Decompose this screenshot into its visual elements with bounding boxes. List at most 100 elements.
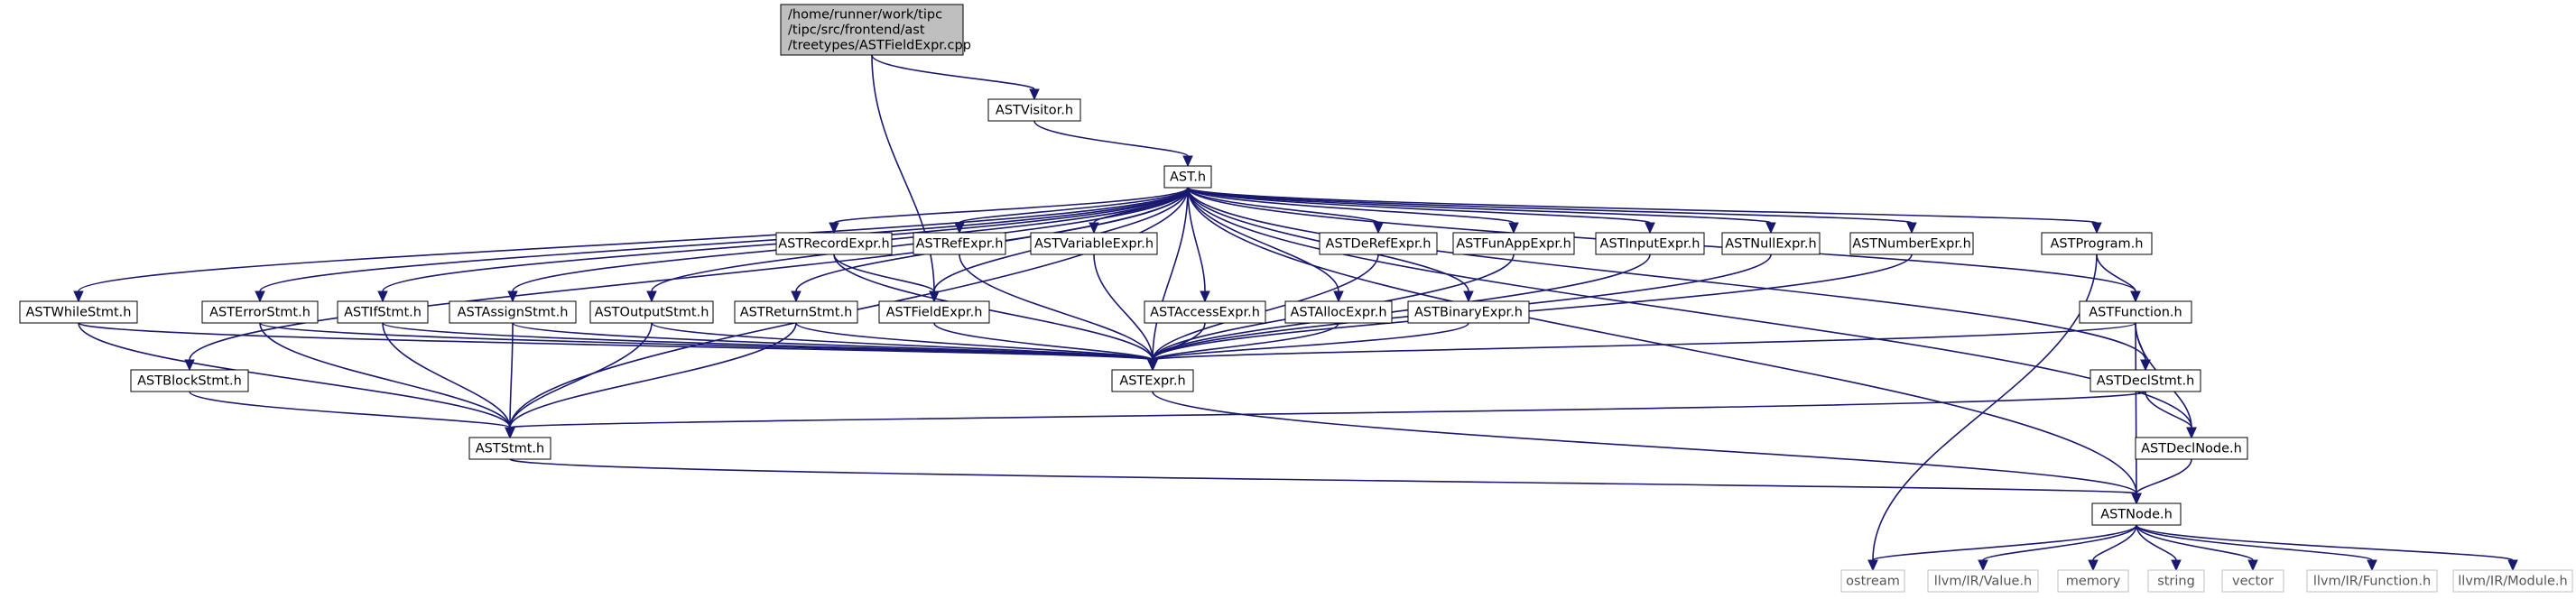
node-label: ASTProgram.h	[2051, 237, 2144, 252]
header-node[interactable]: ASTInputExpr.h	[1595, 232, 1705, 255]
arrowhead-icon	[1029, 88, 1040, 101]
header-node[interactable]: ASTBinaryExpr.h	[1407, 300, 1530, 324]
edge-AST-to-ASTFunAppExpr	[1187, 187, 1519, 235]
arrowhead-icon	[2367, 559, 2377, 572]
node-label: ASTBlockStmt.h	[137, 374, 242, 389]
header-node[interactable]: ASTFieldExpr.h	[878, 300, 990, 324]
node-label: ASTNumberExpr.h	[1852, 237, 1971, 252]
header-node[interactable]: ASTIfStmt.h	[337, 300, 429, 324]
node-box	[2306, 569, 2438, 593]
header-node[interactable]: ASTReturnStmt.h	[734, 300, 858, 324]
node-box	[2041, 232, 2153, 255]
header-node[interactable]: ASTFunAppExpr.h	[1452, 232, 1575, 255]
node-box	[2452, 569, 2573, 593]
arrowhead-icon	[505, 427, 515, 439]
node-box	[1144, 300, 1266, 324]
edge-AST-to-ASTWhileStmt	[73, 187, 1189, 303]
header-node[interactable]: ASTDeclNode.h	[2135, 437, 2248, 460]
arrowhead-icon	[829, 222, 839, 235]
node-label: /tipc/src/frontend/ast	[788, 23, 925, 38]
header-node[interactable]: ASTErrorStmt.h	[201, 300, 319, 324]
node-box	[2079, 300, 2192, 324]
header-node[interactable]: ASTFunction.h	[2079, 300, 2192, 324]
node-label: ASTVariableExpr.h	[1034, 237, 1154, 252]
node-label: ASTFieldExpr.h	[886, 306, 983, 320]
header-node[interactable]: ASTAccessExpr.h	[1144, 300, 1266, 324]
node-box	[1721, 232, 1821, 255]
node-box	[1284, 300, 1393, 324]
node-label: vector	[2232, 575, 2274, 589]
arrowhead-icon	[1373, 222, 1384, 235]
node-box	[449, 300, 577, 324]
node-box	[589, 300, 714, 324]
header-node[interactable]: ASTAllocExpr.h	[1284, 300, 1393, 324]
header-node[interactable]: ASTAssignStmt.h	[449, 300, 577, 324]
node-label: /home/runner/work/tipc	[788, 8, 942, 23]
root-file-node[interactable]: /home/runner/work/tipc/tipc/src/frontend…	[780, 4, 971, 56]
node-box	[468, 437, 551, 460]
edge-AST-to-ASTAllocExpr	[1187, 187, 1344, 303]
edge-ASTNode-to-llvmFunction	[2136, 524, 2377, 572]
external-header-node: ostream	[1840, 569, 1905, 593]
header-node[interactable]: ASTNullExpr.h	[1721, 232, 1821, 255]
node-box	[878, 300, 990, 324]
edge-ASTDeclStmt-to-ASTStmt	[505, 391, 2146, 439]
header-node[interactable]: ASTNode.h	[2091, 502, 2182, 526]
node-box	[1163, 165, 1212, 189]
node-label: ASTErrorStmt.h	[209, 306, 310, 320]
header-node[interactable]: ASTBlockStmt.h	[130, 369, 249, 392]
edge-ASTDeclStmt-to-ASTDeclNode	[2145, 391, 2197, 439]
arrowhead-icon	[1867, 559, 1878, 572]
edge-ASTFieldExpr-to-ASTExpr	[933, 322, 1158, 372]
node-box	[2221, 569, 2284, 593]
external-header-node: string	[2147, 569, 2205, 593]
header-node[interactable]: ASTExpr.h	[1111, 369, 1194, 392]
external-header-node: llvm/IR/Value.h	[1927, 569, 2039, 593]
header-node[interactable]: ASTRefExpr.h	[913, 232, 1006, 255]
arrowhead-icon	[2247, 559, 2258, 572]
header-node[interactable]: ASTVisitor.h	[987, 98, 1081, 122]
node-label: ASTDeRefExpr.h	[1326, 237, 1432, 252]
header-node[interactable]: ASTDeRefExpr.h	[1319, 232, 1438, 255]
node-box	[2147, 569, 2205, 593]
header-node[interactable]: AST.h	[1163, 165, 1212, 189]
header-node[interactable]: ASTNumberExpr.h	[1849, 232, 1974, 255]
arrowhead-icon	[2140, 359, 2151, 372]
edge-ASTProgram-to-ostream	[1867, 253, 2098, 572]
node-label: ASTStmt.h	[476, 442, 544, 456]
header-node[interactable]: ASTVariableExpr.h	[1030, 232, 1158, 255]
node-label: ASTNode.h	[2100, 508, 2173, 522]
arrowhead-icon	[255, 290, 265, 303]
header-node[interactable]: ASTStmt.h	[468, 437, 551, 460]
arrowhead-icon	[1645, 222, 1655, 235]
arrowhead-icon	[1978, 559, 1988, 572]
arrowhead-icon	[2171, 559, 2182, 572]
node-box	[1407, 300, 1530, 324]
edge-AST-to-ASTDeRefExpr	[1187, 187, 1384, 235]
node-box	[1111, 369, 1194, 392]
header-node[interactable]: ASTDeclStmt.h	[2090, 369, 2201, 392]
header-node[interactable]: ASTOutputStmt.h	[589, 300, 714, 324]
node-box	[1319, 232, 1438, 255]
node-box	[734, 300, 858, 324]
edge-AST-to-ASTInputExpr	[1187, 187, 1655, 235]
header-node[interactable]: ASTWhileStmt.h	[19, 300, 138, 324]
header-node[interactable]: ASTProgram.h	[2041, 232, 2153, 255]
node-label: ASTFunAppExpr.h	[1456, 237, 1571, 252]
edge-ASTBinaryExpr-to-ASTExpr	[1147, 322, 1469, 372]
external-header-node: vector	[2221, 569, 2284, 593]
node-label: llvm/IR/Function.h	[2313, 575, 2431, 589]
arrowhead-icon	[1182, 155, 1193, 168]
arrowhead-icon	[377, 290, 388, 303]
node-label: llvm/IR/Module.h	[2458, 575, 2567, 589]
arrowhead-icon	[646, 290, 657, 303]
node-label: llvm/IR/Value.h	[1934, 575, 2033, 589]
node-label: string	[2157, 575, 2195, 589]
external-header-node: llvm/IR/Module.h	[2452, 569, 2573, 593]
arrowhead-icon	[1463, 290, 1474, 303]
node-label: /treetypes/ASTFieldExpr.cpp	[788, 39, 971, 53]
header-node[interactable]: ASTRecordExpr.h	[775, 232, 893, 255]
node-label: ASTAccessExpr.h	[1150, 306, 1260, 320]
arrowhead-icon	[1508, 222, 1519, 235]
node-label: ASTDeclNode.h	[2141, 442, 2242, 456]
